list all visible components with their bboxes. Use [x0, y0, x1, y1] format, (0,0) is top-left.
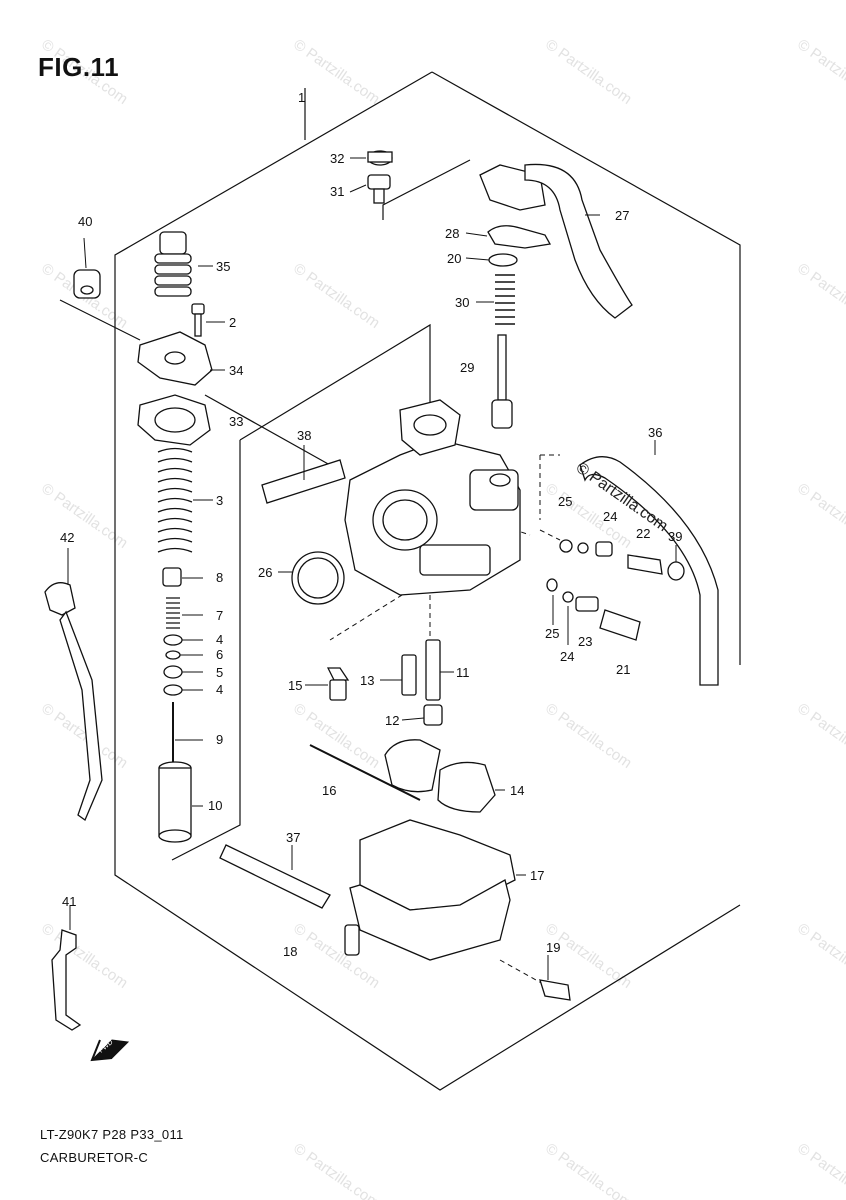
callout-17: 17: [530, 868, 544, 883]
callout-19: 19: [546, 940, 560, 955]
callout-15: 15: [288, 678, 302, 693]
callout-9: 9: [216, 732, 223, 747]
callout-21: 21: [616, 662, 630, 677]
callout-38: 38: [297, 428, 311, 443]
callout-29: 29: [460, 360, 474, 375]
callout-2: 2: [229, 315, 236, 330]
assembly-boundary-inner: [382, 159, 471, 220]
callout-40: 40: [78, 214, 92, 229]
callout-10: 10: [208, 798, 222, 813]
callout-6: 6: [216, 647, 223, 662]
callout-34: 34: [229, 363, 243, 378]
callout-1: 1: [298, 90, 305, 105]
figure-code: LT-Z90K7 P28 P33_011: [40, 1127, 184, 1142]
callout-12: 12: [385, 713, 399, 728]
callout-24: 24: [560, 649, 574, 664]
callout-30: 30: [455, 295, 469, 310]
callout-22: 22: [636, 526, 650, 541]
callout-20: 20: [447, 251, 461, 266]
assembly-boundary: [114, 71, 741, 1091]
callout-5: 5: [216, 665, 223, 680]
figure-title: FIG.11: [38, 52, 120, 82]
callout-26: 26: [258, 565, 272, 580]
callout-18: 18: [283, 944, 297, 959]
callout-42: 42: [60, 530, 74, 545]
callout-41: 41: [62, 894, 76, 909]
callout-39: 39: [668, 529, 682, 544]
callout-8: 8: [216, 570, 223, 585]
callout-27: 27: [615, 208, 629, 223]
fwd-arrow-icon: [90, 1039, 130, 1062]
callout-24: 24: [603, 509, 617, 524]
assembly-boundary-inner: [239, 323, 431, 441]
callout-14: 14: [510, 783, 524, 798]
callout-36: 36: [648, 425, 662, 440]
callout-4: 4: [216, 682, 223, 697]
figure-name: CARBURETOR-C: [40, 1150, 149, 1165]
callout-11: 11: [456, 665, 470, 680]
callout-16: 16: [322, 783, 336, 798]
callout-28: 28: [445, 226, 459, 241]
callout-31: 31: [330, 184, 344, 199]
callout-7: 7: [216, 608, 223, 623]
callout-3: 3: [216, 493, 223, 508]
assembly-boundary-inner: [171, 440, 241, 861]
callout-13: 13: [360, 673, 374, 688]
callout-37: 37: [286, 830, 300, 845]
callout-33: 33: [229, 414, 243, 429]
callout-32: 32: [330, 151, 344, 166]
callout-4: 4: [216, 632, 223, 647]
callout-23: 23: [578, 634, 592, 649]
callout-35: 35: [216, 259, 230, 274]
callout-25: 25: [545, 626, 559, 641]
assembly-boundary: [431, 71, 741, 665]
callout-25: 25: [558, 494, 572, 509]
